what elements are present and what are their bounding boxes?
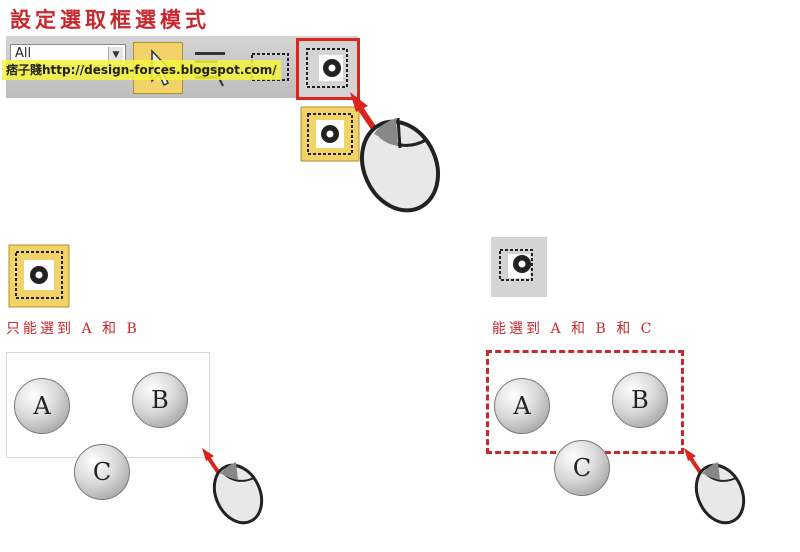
crossing-mode-icon	[490, 236, 548, 298]
window-mode-icon	[8, 244, 70, 308]
window-crossing-toggle-button[interactable]	[296, 38, 360, 100]
object-c: C	[74, 444, 130, 500]
mouse-icon	[198, 448, 268, 528]
object-a: A	[14, 378, 70, 434]
window-mode-icon	[300, 106, 360, 162]
mouse-icon	[680, 448, 750, 528]
crossing-mode-label: 能選到 A 和 B 和 C	[492, 321, 655, 337]
window-mode-option-button[interactable]	[300, 106, 360, 162]
dropdown-value: All	[15, 46, 32, 61]
chevron-down-icon[interactable]: ▼	[108, 47, 123, 63]
object-b: B	[612, 372, 668, 428]
window-mode-label: 只能選到 A 和 B	[6, 321, 140, 337]
page-title: 設定選取框選模式	[10, 7, 210, 32]
mouse-icon	[330, 92, 450, 214]
crossing-mode-icon	[306, 48, 348, 88]
object-a: A	[494, 378, 550, 434]
object-c: C	[554, 440, 610, 496]
object-b: B	[132, 372, 188, 428]
watermark-banner: 痞子賤http://design-forces.blogspot.com/	[2, 60, 281, 80]
